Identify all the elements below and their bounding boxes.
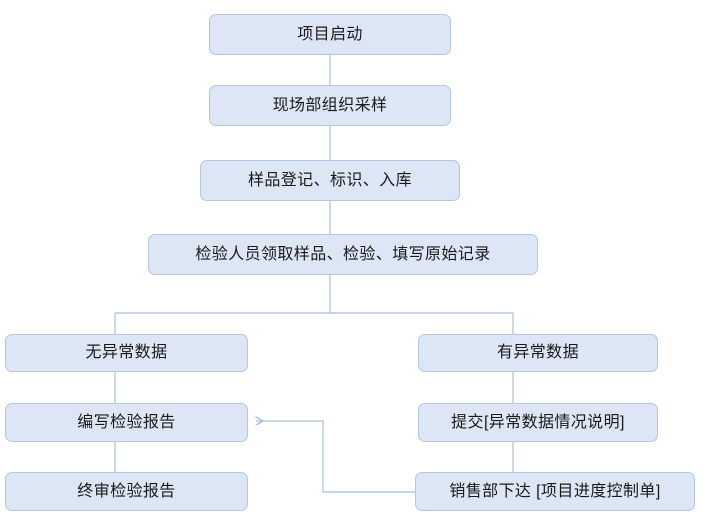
node-submit-abnormal-explanation[interactable]: 提交[异常数据情况说明] xyxy=(418,403,658,442)
node-label-submit-abnormal-explanation: 提交[异常数据情况说明] xyxy=(451,413,625,431)
node-project-start[interactable]: 项目启动 xyxy=(209,14,451,55)
node-label-project-start: 项目启动 xyxy=(297,25,363,43)
connector-sales-control-sheet-back-to-write-report xyxy=(256,421,415,493)
node-field-sampling[interactable]: 现场部组织采样 xyxy=(209,85,451,126)
node-inspection-record[interactable]: 检验人员领取样品、检验、填写原始记录 xyxy=(148,234,538,275)
node-write-report[interactable]: 编写检验报告 xyxy=(5,403,248,442)
node-label-write-report: 编写检验报告 xyxy=(77,413,176,431)
node-label-final-report: 终审检验报告 xyxy=(77,482,176,500)
node-label-field-sampling: 现场部组织采样 xyxy=(272,96,388,114)
node-final-report[interactable]: 终审检验报告 xyxy=(5,472,248,511)
node-no-abnormal-data[interactable]: 无异常数据 xyxy=(5,334,248,372)
node-label-sample-registration: 样品登记、标识、入库 xyxy=(247,171,412,189)
node-label-no-abnormal-data: 无异常数据 xyxy=(85,344,168,362)
node-label-has-abnormal-data: 有异常数据 xyxy=(496,344,579,362)
node-sample-registration[interactable]: 样品登记、标识、入库 xyxy=(200,160,460,201)
node-has-abnormal-data[interactable]: 有异常数据 xyxy=(418,334,658,372)
node-label-sales-issue-control-sheet: 销售部下达 [项目进度控制单] xyxy=(449,482,661,500)
node-sales-issue-control-sheet[interactable]: 销售部下达 [项目进度控制单] xyxy=(415,472,695,511)
node-label-inspection-record: 检验人员领取样品、检验、填写原始记录 xyxy=(195,245,491,263)
